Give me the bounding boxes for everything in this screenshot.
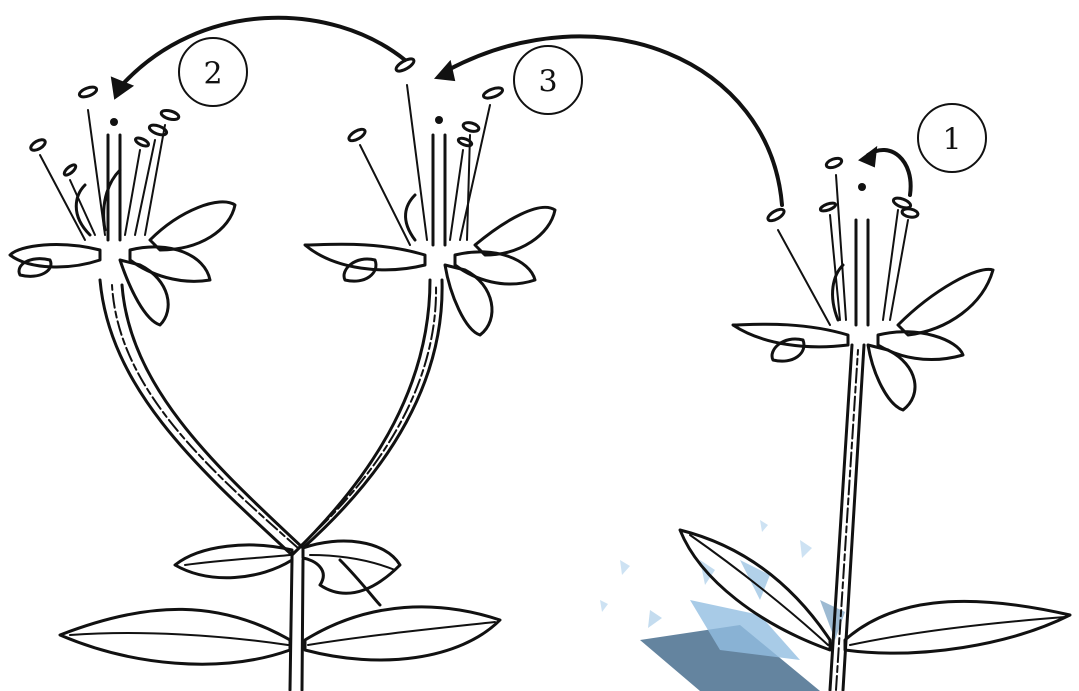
arrow-to-middle-flower <box>436 36 782 205</box>
label-3: 3 <box>514 46 582 114</box>
label-1-text: 1 <box>942 123 961 158</box>
left-plant <box>60 280 500 690</box>
label-2-text: 2 <box>203 57 222 92</box>
arrow-to-left-flower <box>112 18 405 98</box>
label-1: 1 <box>918 104 986 172</box>
label-2: 2 <box>179 38 247 106</box>
arrow-self-pollination <box>860 148 911 195</box>
label-3-text: 3 <box>538 65 557 100</box>
